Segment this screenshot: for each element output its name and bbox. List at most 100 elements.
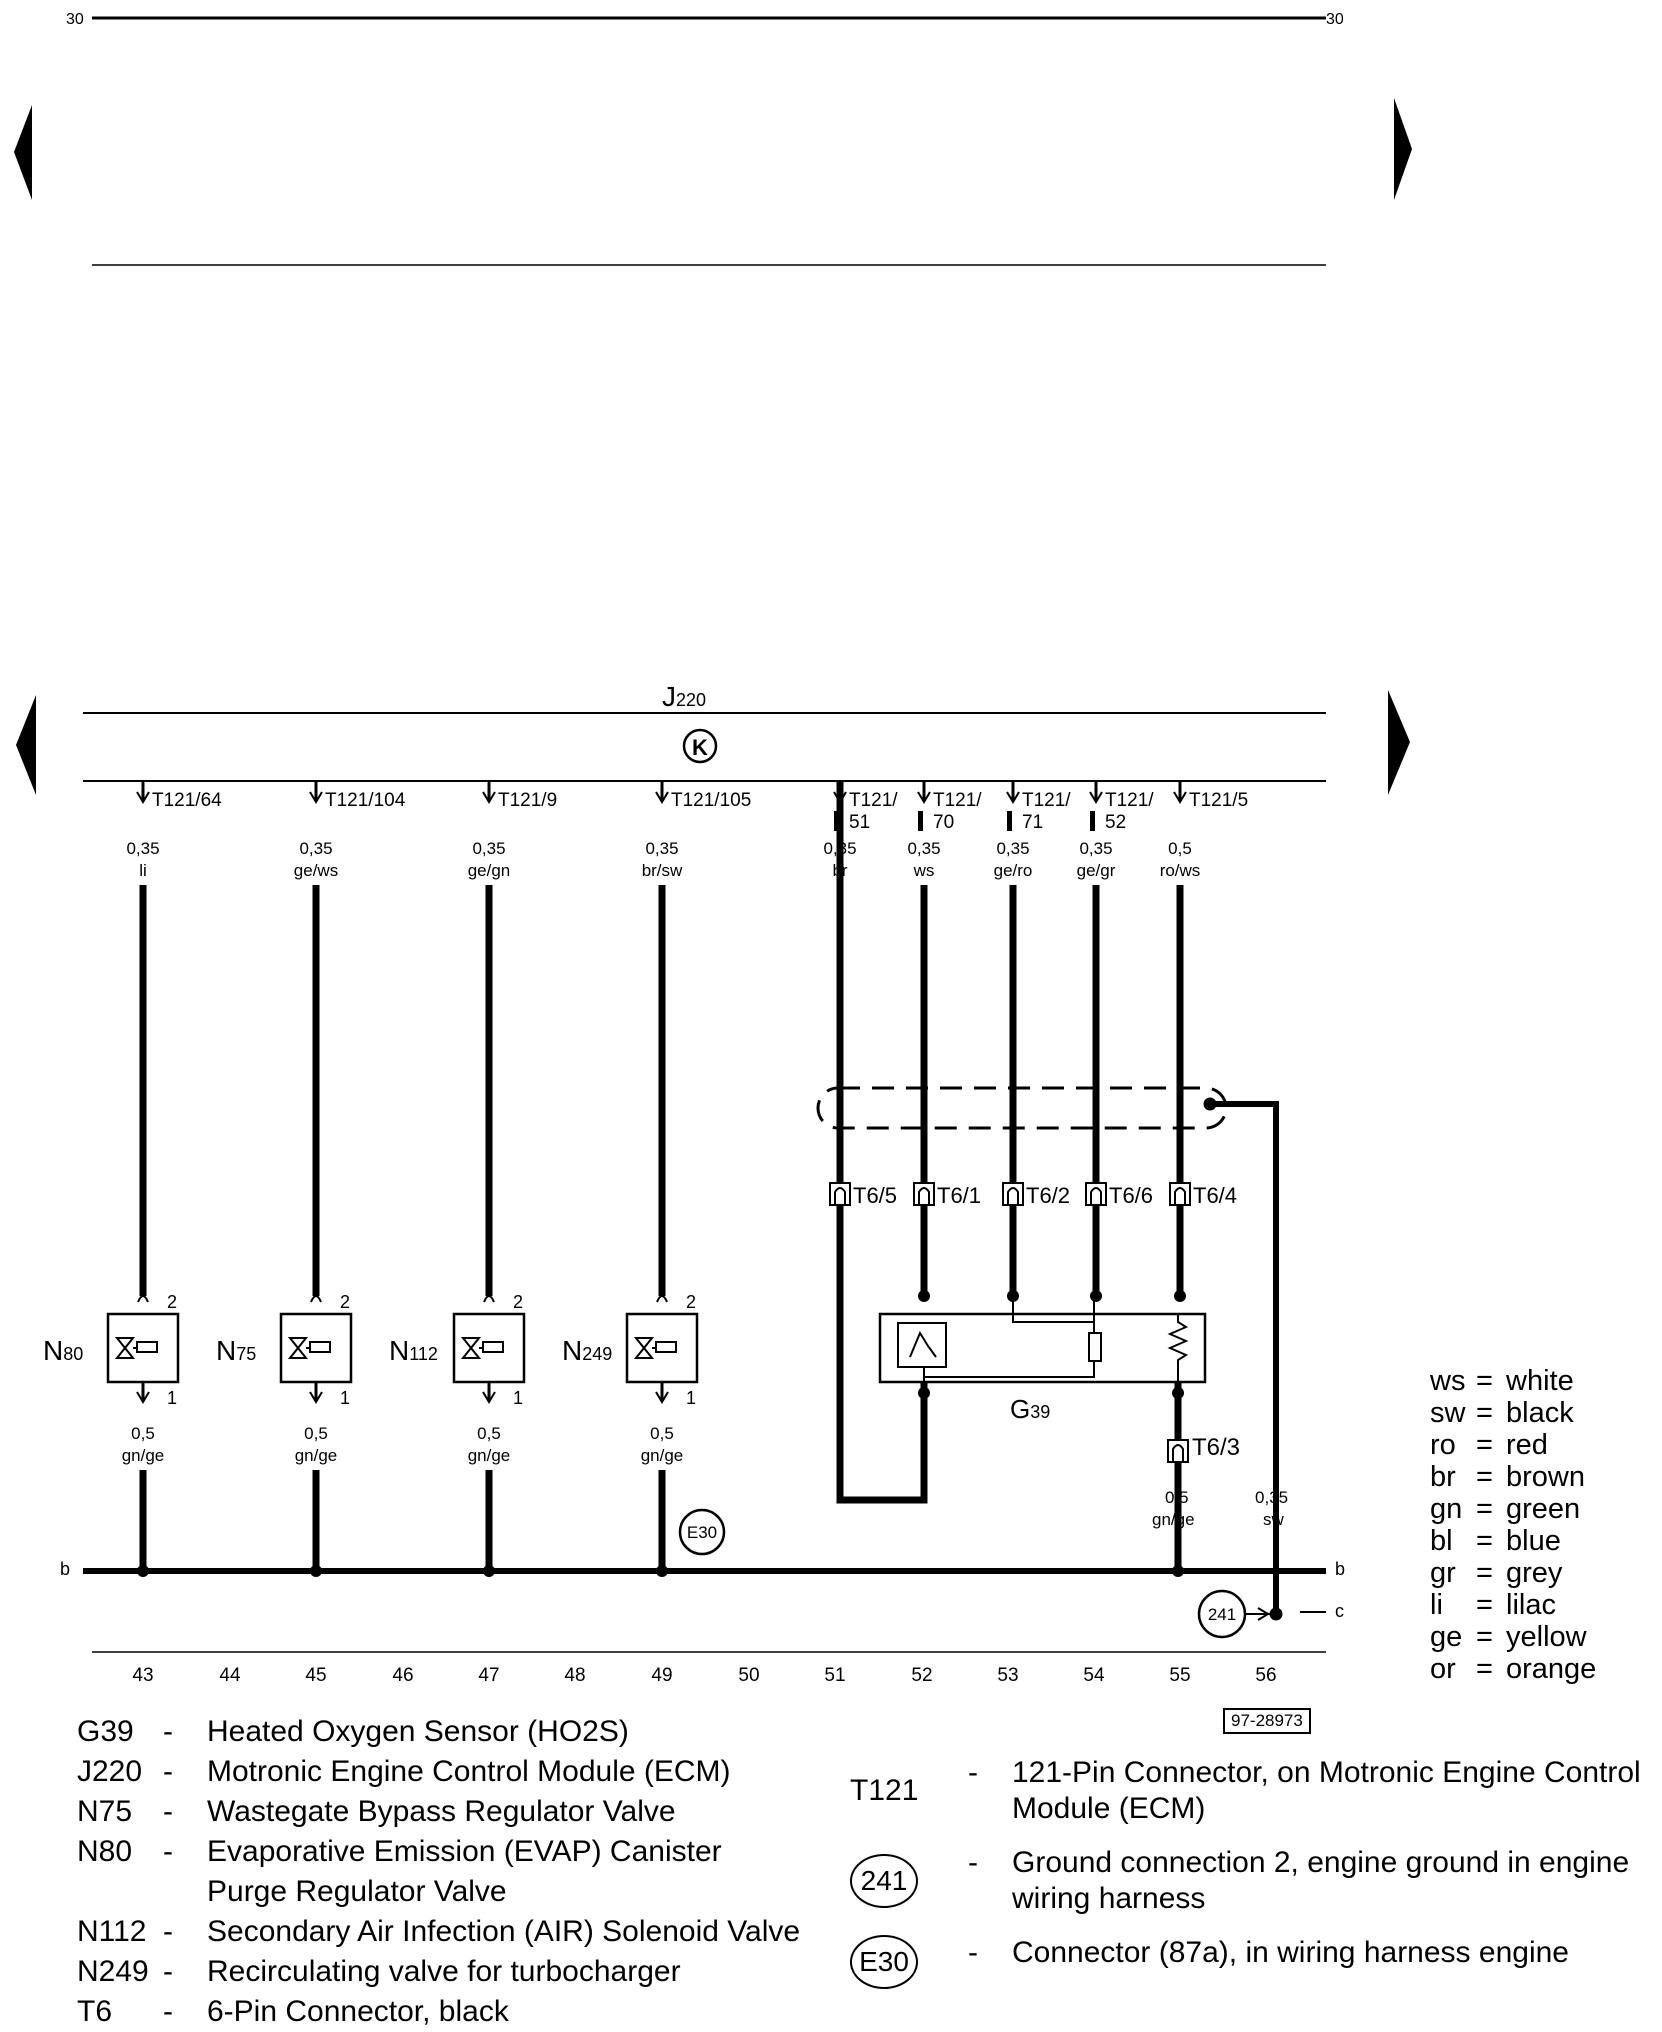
color-key-row: gr=grey	[1430, 1557, 1596, 1589]
t6-connector-label: T6/6	[1109, 1183, 1153, 1208]
color-abbrev: ws	[1430, 1365, 1466, 1397]
column-number: 55	[1169, 1665, 1190, 1686]
wire-gauge: 0,35	[823, 839, 856, 858]
legend-dash: -	[163, 1795, 173, 1828]
legend-row: E30-Connector (87a), in wiring harness e…	[850, 1935, 1662, 1989]
page-mark-right: 30	[1326, 11, 1344, 28]
pin-block	[1007, 811, 1012, 831]
t6-pin-icon	[834, 1187, 846, 1205]
legend-code: N249	[77, 1955, 149, 1988]
t6-connector-icon	[1085, 1182, 1107, 1206]
prev-arrow[interactable]	[16, 695, 36, 795]
ecm-pin-label: T121/105	[671, 790, 751, 811]
wire-color: ge/ro	[994, 861, 1033, 880]
legend-desc: 6-Pin Connector, black	[207, 1995, 509, 2028]
shield-junction	[1203, 1097, 1217, 1111]
bus-b-right: b	[1335, 1559, 1345, 1579]
wire-color: ro/ws	[1160, 861, 1201, 880]
valve-gauge: 0,5	[477, 1424, 501, 1443]
valve-box	[106, 1312, 180, 1384]
valve-pin-bottom: 1	[340, 1388, 350, 1408]
ecm-label: J220	[662, 681, 706, 712]
legend-row: T6-6-Pin Connector, black	[77, 1992, 807, 2032]
t6-connector-icon	[913, 1182, 935, 1206]
column-number: 56	[1255, 1665, 1276, 1686]
color-name: red	[1506, 1429, 1548, 1461]
t6-pin-icon	[1090, 1187, 1102, 1205]
legend-circle-icon: E30	[850, 1935, 918, 1989]
valve-label: N80	[43, 1335, 83, 1366]
legend-desc: Wastegate Bypass Regulator Valve	[207, 1795, 676, 1828]
prev-arrow-top[interactable]	[14, 105, 32, 200]
valve-symbol-icon	[633, 1337, 655, 1359]
legend-code: T6	[77, 1995, 113, 2028]
t6-connector-label: T6/1	[937, 1183, 981, 1208]
ground-gauge: 0,35	[1255, 1488, 1288, 1507]
sensor-junction	[1174, 1290, 1186, 1302]
sensor-junction	[1172, 1387, 1184, 1399]
g39-label: G39	[1010, 1394, 1050, 1424]
ecm-pin-label: T121/	[1022, 790, 1071, 811]
next-arrow[interactable]	[1388, 690, 1410, 795]
color-abbrev: ge	[1430, 1621, 1463, 1653]
legend-dash: -	[163, 1755, 173, 1788]
valve-color: gn/ge	[122, 1446, 165, 1465]
wire-color: br/sw	[642, 861, 683, 880]
valve-gauge: 0,5	[304, 1424, 328, 1443]
equals-sign: =	[1476, 1461, 1493, 1493]
valve-color: gn/ge	[295, 1446, 338, 1465]
color-key-row: li=lilac	[1430, 1589, 1596, 1621]
t6-connector-icon	[1169, 1182, 1191, 1206]
column-number: 45	[305, 1665, 326, 1686]
equals-sign: =	[1476, 1621, 1493, 1653]
color-abbrev: br	[1430, 1461, 1456, 1493]
column-number: 50	[738, 1665, 759, 1686]
column-number: 46	[392, 1665, 413, 1686]
shield-sleeve	[816, 1086, 1228, 1130]
legend-desc: Connector (87a), in wiring harness engin…	[1012, 1936, 1569, 1969]
ecm-pin-label: T121/	[849, 790, 898, 811]
valve-color: gn/ge	[641, 1446, 684, 1465]
shield-ground-wire	[1210, 1101, 1279, 1614]
wire-gauge: 0,5	[1168, 839, 1192, 858]
legend-row: G39-Heated Oxygen Sensor (HO2S)	[77, 1712, 807, 1752]
color-abbrev: gn	[1430, 1493, 1463, 1525]
valve-symbol-icon	[460, 1337, 482, 1359]
equals-sign: =	[1476, 1397, 1493, 1429]
g39-gauge: 0,5	[1165, 1488, 1189, 1507]
pin-block	[834, 811, 839, 831]
legend-code: T121	[850, 1774, 919, 1807]
wire-gauge: 0,35	[299, 839, 332, 858]
column-number: 51	[824, 1665, 845, 1686]
color-abbrev: li	[1430, 1589, 1443, 1621]
legend-dash: -	[163, 1955, 173, 1988]
t6-connector-icon	[829, 1182, 851, 1206]
pin-arrow-icon	[310, 1295, 322, 1303]
t6-connector-label: T6/5	[853, 1183, 897, 1208]
valve-pin-top: 2	[513, 1292, 523, 1312]
legend-row: 241-Ground connection 2, engine ground i…	[850, 1845, 1662, 1917]
wiring-diagram: 30 30 J220 K G39 T6/3 0,5 gn/ge 0,35 sw …	[14, 11, 1412, 1686]
wire-color: ge/gn	[468, 861, 511, 880]
wire-gauge: 0,35	[126, 839, 159, 858]
legend-desc: Ground connection 2, engine ground in en…	[1012, 1846, 1630, 1915]
legend-row: N112-Secondary Air Infection (AIR) Solen…	[77, 1912, 807, 1952]
ecm-pin-label: T121/5	[1189, 790, 1248, 811]
next-arrow-top[interactable]	[1394, 98, 1412, 200]
legend-code: 241	[850, 1845, 968, 1917]
color-key-row: sw=black	[1430, 1397, 1596, 1429]
color-abbrev: sw	[1430, 1397, 1466, 1429]
valve-pin-bottom: 1	[167, 1388, 177, 1408]
pin-arrow-icon	[309, 1391, 323, 1404]
ecm-pin-label: 71	[1022, 812, 1043, 833]
valve-pin-top: 2	[167, 1292, 177, 1312]
pin-arrow-icon	[917, 791, 931, 804]
color-name: lilac	[1506, 1589, 1556, 1621]
bus-junction	[483, 1565, 495, 1577]
legend-desc: Secondary Air Infection (AIR) Solenoid V…	[207, 1915, 801, 1948]
color-name: green	[1506, 1493, 1581, 1525]
pin-arrow-icon	[1173, 791, 1187, 804]
wire-gauge: 0,35	[907, 839, 940, 858]
valve-pin-top: 2	[686, 1292, 696, 1312]
color-name: grey	[1506, 1557, 1563, 1589]
